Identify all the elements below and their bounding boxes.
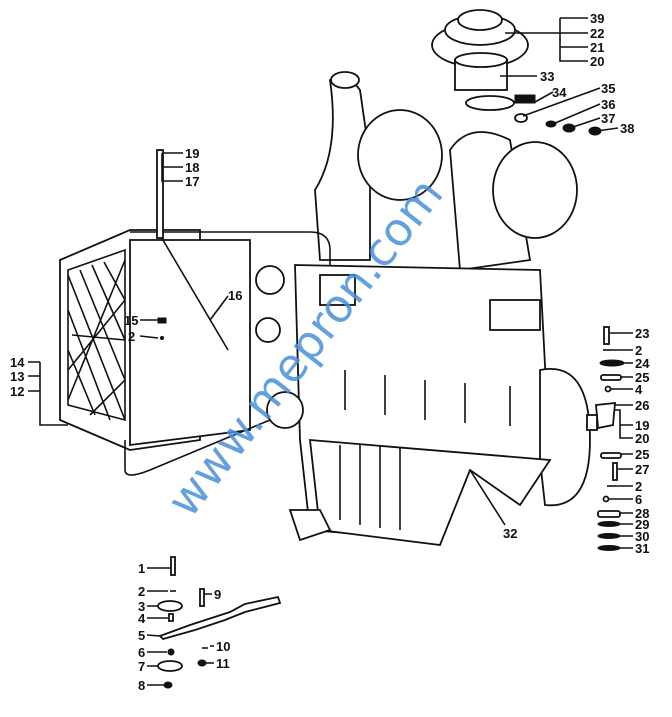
callout-label: 20 xyxy=(635,431,649,446)
callout-label: 1 xyxy=(138,561,145,576)
callout-label: 24 xyxy=(635,356,650,371)
callout-label: 3 xyxy=(138,599,145,614)
callout-label: 11 xyxy=(216,656,230,671)
callout-label: 19 xyxy=(185,146,199,161)
callouts-left: 19 18 17 16 15 2 14 13 12 xyxy=(10,146,242,399)
engine-block xyxy=(255,264,591,546)
callout-label: 2 xyxy=(138,584,145,599)
callout-label: 20 xyxy=(590,54,604,69)
callout-label: 6 xyxy=(635,492,642,507)
callout-label: 12 xyxy=(10,384,24,399)
callout-label: 25 xyxy=(635,447,649,462)
callout-label: 39 xyxy=(590,11,604,26)
hardware-bottom-left xyxy=(157,556,282,689)
callout-label: 30 xyxy=(635,529,649,544)
callout-label: 18 xyxy=(185,160,199,175)
callouts-right-column: 23 2 24 25 4 26 19 20 25 27 2 6 28 29 30… xyxy=(503,326,650,556)
callout-label: 5 xyxy=(138,628,145,643)
leader-lines xyxy=(28,17,633,686)
callout-label: 17 xyxy=(185,174,199,189)
callouts-top-right: 39 22 21 20 33 34 35 36 37 38 xyxy=(540,11,634,136)
callout-label: 37 xyxy=(601,111,615,126)
air-filter-assembly xyxy=(431,9,529,111)
callout-label: 21 xyxy=(590,40,604,55)
callout-label: 2 xyxy=(128,329,135,344)
callout-label: 36 xyxy=(601,97,615,112)
hardware-right xyxy=(586,326,625,551)
callout-label: 38 xyxy=(620,121,634,136)
callout-label: 27 xyxy=(635,462,649,477)
callout-label: 32 xyxy=(503,526,517,541)
callout-label: 2 xyxy=(635,343,642,358)
callouts-bottom-left: 1 2 9 3 4 5 10 6 7 11 8 xyxy=(138,561,230,693)
callout-label: 34 xyxy=(552,85,567,100)
callout-label: 29 xyxy=(635,517,649,532)
callout-label: 31 xyxy=(635,541,649,556)
callout-label: 25 xyxy=(635,370,649,385)
callout-label: 28 xyxy=(635,506,649,521)
callout-label: 19 xyxy=(635,418,649,433)
callout-label: 33 xyxy=(540,69,554,84)
callout-label: 26 xyxy=(635,398,649,413)
callout-label: 4 xyxy=(635,382,643,397)
callout-label: 16 xyxy=(228,288,242,303)
callout-label: 22 xyxy=(590,26,604,41)
callout-label: 14 xyxy=(10,355,25,370)
callout-label: 6 xyxy=(138,645,145,660)
callout-label: 13 xyxy=(10,369,24,384)
exhaust-and-intake xyxy=(314,71,578,272)
callout-label: 10 xyxy=(216,639,230,654)
callout-label: 23 xyxy=(635,326,649,341)
callout-label: 7 xyxy=(138,659,145,674)
callout-label: 8 xyxy=(138,678,145,693)
callout-label: 35 xyxy=(601,81,615,96)
callout-label: 2 xyxy=(635,479,642,494)
callout-label: 9 xyxy=(214,587,221,602)
callout-label: 15 xyxy=(124,313,138,328)
callout-label: 4 xyxy=(138,611,146,626)
radiator xyxy=(59,149,331,476)
